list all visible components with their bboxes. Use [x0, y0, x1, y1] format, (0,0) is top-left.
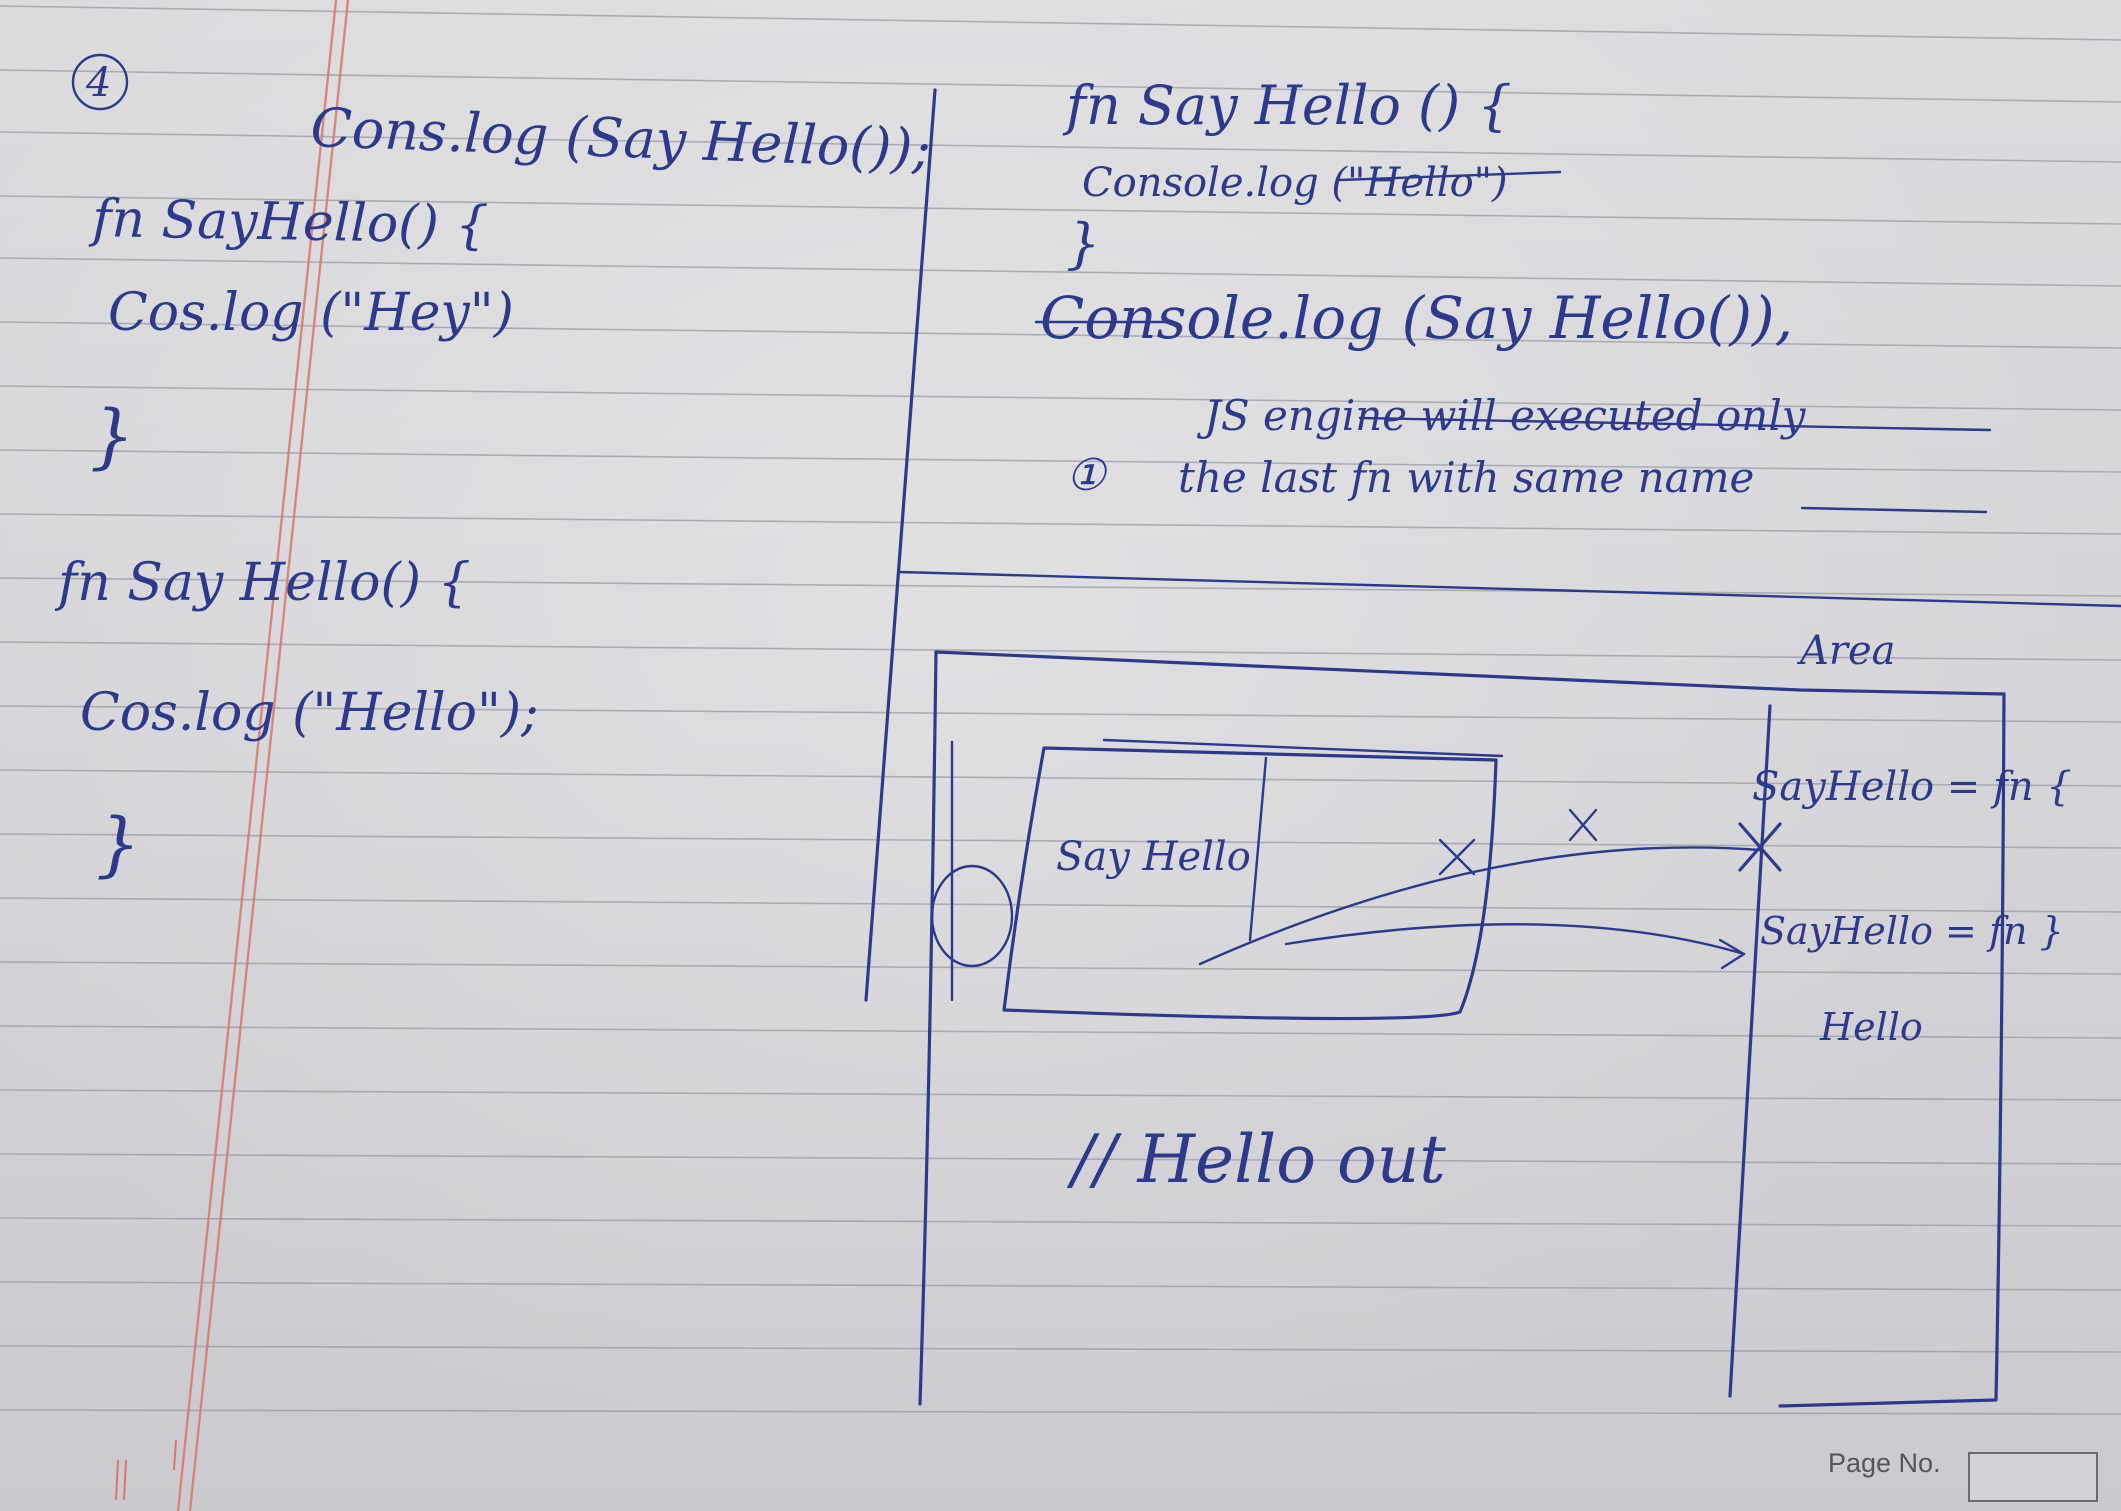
arrow-1	[1198, 846, 1762, 966]
memory-diagram: Area Say Hello SayHello = fn { SayHello …	[918, 628, 2072, 1408]
cross-1	[1438, 838, 1476, 876]
cross-3	[1738, 822, 1782, 872]
area-label: Area	[1796, 628, 1896, 674]
arrow-2-head	[1718, 938, 1746, 970]
cross-2	[1568, 808, 1598, 842]
column-divider	[864, 88, 937, 1002]
left-block1-head: fn SayHello() {	[88, 189, 489, 256]
item-number-circle	[71, 53, 129, 111]
left-block2-body: Cos.log ("Hello");	[80, 683, 539, 743]
area-divider	[1728, 704, 1772, 1398]
margin-ticks	[115, 1439, 177, 1501]
strike-body	[1338, 170, 1562, 182]
item-number: 4	[85, 60, 111, 106]
margin-lines	[176, 0, 350, 1511]
right-note-line-1: JS engine will executed only	[1196, 391, 1807, 440]
outer-frame	[934, 650, 2006, 1408]
right-note-line-2: the last fn with same name	[1178, 453, 1754, 502]
left-notes: 4 Cons.log (Say Hello()); fn SayHello() …	[54, 53, 932, 885]
right-notes: fn Say Hello () { Console.log ("Hello") …	[898, 74, 2121, 608]
right-block-head: fn Say Hello () {	[1062, 74, 1512, 137]
function-box	[1002, 746, 1498, 1021]
left-block2-head: fn Say Hello() {	[54, 553, 471, 613]
arrow-2	[1284, 923, 1746, 956]
right-block-close: }	[1066, 212, 1100, 275]
left-block1-close: }	[90, 395, 135, 477]
ruled-lines	[0, 5, 2121, 1415]
left-block1-body: Cos.log ("Hey")	[108, 283, 514, 343]
strike-note	[1358, 416, 1992, 432]
left-line-1: Cons.log (Say Hello());	[310, 96, 932, 181]
section-divider	[898, 570, 2121, 608]
left-block2-close: }	[96, 803, 141, 885]
outer-frame-left	[918, 650, 938, 1406]
function-box-label: Say Hello	[1056, 834, 1251, 880]
diagram-output: // Hello out	[1066, 1121, 1446, 1198]
page-no-label: Page No.	[1828, 1448, 1941, 1478]
entry-2-suffix: Hello	[1819, 1005, 1923, 1049]
entry-1: SayHello = fn {	[1752, 764, 2072, 810]
note-marker: ①	[1066, 450, 1108, 501]
underline-name	[1800, 506, 1988, 514]
page-no-box	[1968, 1452, 2098, 1502]
function-box-top	[1102, 738, 1504, 758]
circled-marker	[930, 864, 1014, 968]
right-block-body: Console.log ("Hello")	[1082, 160, 1508, 206]
entry-2: SayHello = fn }	[1760, 909, 2064, 953]
right-call: Console.log (Say Hello()),	[1040, 284, 1793, 352]
function-box-divider	[1248, 756, 1268, 942]
